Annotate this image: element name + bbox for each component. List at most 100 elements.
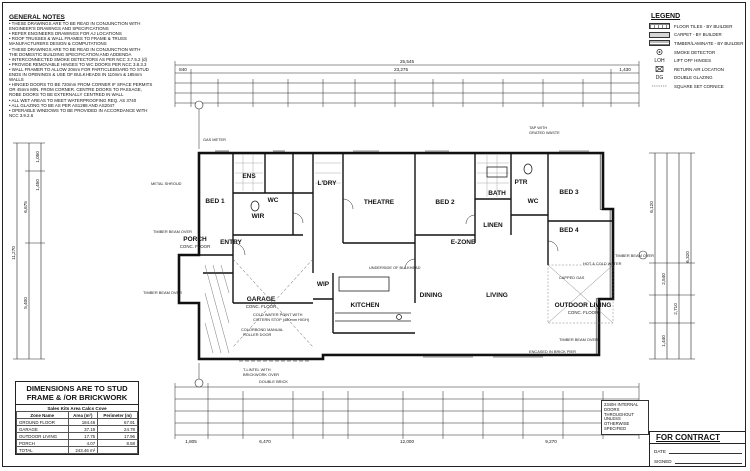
dim-bottom-left: 1,805 xyxy=(185,439,197,444)
note-cold-water: COLD WATER POINT WITH xyxy=(253,312,303,317)
general-note-line: • THESE DRAWINGS ARE TO BE READ IN CONJU… xyxy=(9,21,141,27)
legend-item-square-set: SQUARE SET CORNICE xyxy=(649,82,745,91)
general-note-line: • ROOF TRUSSES & WALL FRAMES TO FRAME & … xyxy=(9,36,127,42)
room-linen: LINEN xyxy=(483,222,503,229)
contract-heading: FOR CONTRACT xyxy=(650,432,745,444)
legend-title: LEGEND xyxy=(651,13,681,20)
legend-item-lift-off-hinges: LOH LIFT OFF HINGES xyxy=(649,56,745,65)
dim-top-left: 840 xyxy=(179,67,187,72)
room-bed2: BED 2 xyxy=(435,199,455,206)
general-note-line: ENDS IN OPENINGS & USE OF BULKHEADS IN 1… xyxy=(9,72,142,78)
room-porch: PORCH xyxy=(183,236,207,243)
general-note-line: NCC 3.9.2.6 xyxy=(9,112,34,118)
note-timber-beam-3: TIMBER BEAM OVER xyxy=(615,253,654,258)
room-garage: GARAGE xyxy=(247,296,276,303)
room-wir: WIR xyxy=(252,213,265,220)
general-note-line: MANUFACTURERS DESIGN & COMPUTATIONS xyxy=(9,41,107,47)
general-note-line: • PROVIDE REMOVABLE HINGES TO WC DOORS P… xyxy=(9,61,147,67)
outdoor-floor: CONC. FLOOR xyxy=(568,310,599,315)
general-note-line: ROBE DOORS TO BE EXTERNALLY CENTRED IN W… xyxy=(9,92,124,98)
dim-overall-top-2: 23,275 xyxy=(394,67,408,72)
area-table: Sales Kits Area Calcs Cove Zone Name Are… xyxy=(16,405,138,454)
note-capped-gas: CAPPED GAS xyxy=(559,275,585,280)
general-note-line: • INTERCONNECTED SMOKE DETECTORS AS PER … xyxy=(9,56,148,62)
room-wip: WIP xyxy=(317,281,330,288)
drawing-sheet: GENERAL NOTES • THESE DRAWINGS ARE TO BE… xyxy=(2,2,746,467)
general-note-line: WALLS xyxy=(9,77,24,83)
garage-floor: CONC. FLOOR xyxy=(246,304,277,309)
legend-item-smoke-detector: SMOKE DETECTOR xyxy=(649,48,745,57)
note-hot-cold: HOT & COLD WATER xyxy=(583,261,622,266)
square-set-cornice-icon xyxy=(649,83,670,89)
dim-left-d: 1,450 xyxy=(35,179,40,191)
return-air-icon xyxy=(649,66,670,73)
smoke-detector-icon xyxy=(649,49,670,56)
note-tap: TAP WITH xyxy=(529,125,547,130)
porch-floor: CONC. FLOOR xyxy=(180,244,211,249)
note-brickwork-over: BRICKWORK OVER xyxy=(243,372,279,377)
note-metal-shroud: METAL SHROUD xyxy=(151,181,182,186)
general-note-line: • REFER ENGINEERS DRAWINGS FOR AJ LOCATI… xyxy=(9,31,122,37)
note-double-brick: DOUBLE BRICK xyxy=(259,379,288,384)
general-note-line: THE DOMESTIC BUILDING SPECIFICATION AND … xyxy=(9,51,132,57)
room-ezone: E-ZONE xyxy=(451,239,476,246)
room-kitchen: KITCHEN xyxy=(351,302,380,309)
date-row: DATE xyxy=(650,444,745,454)
room-dining: DINING xyxy=(420,292,443,299)
dim-left-b: 5,400 xyxy=(23,297,28,309)
note-timber-beam-4: TIMBER BEAM OVER xyxy=(559,337,598,342)
note-bulkhead: UNDERSIDE OF BULKHEAD xyxy=(369,265,421,270)
signed-row: SIGNED xyxy=(650,454,745,464)
floor-plan: BED 1 ENS WC WIR ENTRY PORCH GARAGE L'DR… xyxy=(11,59,695,444)
dim-left-c: 1,050 xyxy=(35,151,40,163)
legend-item-double-glazing: DG DOUBLE GLAZING xyxy=(649,74,745,83)
legend-item-carpet: CARPET - BY BUILDER xyxy=(649,31,745,40)
room-bed3: BED 3 xyxy=(559,189,579,196)
note-roller-door: ROLLER DOOR xyxy=(243,332,272,337)
legend-item-return-air: RETURN AIR LOCATION xyxy=(649,65,745,74)
note-lintel: T-LINTEL WITH xyxy=(243,367,271,372)
room-bed1: BED 1 xyxy=(205,198,225,205)
general-note-line: • ALL WET AREAS TO MEET WATERPROOFING RE… xyxy=(9,97,137,103)
dim-right-a: 2,540 xyxy=(661,273,666,285)
note-gas-meter: GAS METER xyxy=(203,137,226,142)
internal-doors-note: 2340H INTERNAL DOORS THROUGHOUT UNLESS O… xyxy=(601,400,649,435)
note-colorbond: COLORBOND MANUAL xyxy=(241,327,284,332)
room-laundry: L'DRY xyxy=(318,180,338,187)
area-schedule: DIMENSIONS ARE TO STUD FRAME & /OR BRICK… xyxy=(15,381,139,455)
legend-item-floor-tiles: FLOOR TILES - BY BUILDER xyxy=(649,22,745,31)
note-grated-waste: GRATED WASTE xyxy=(529,130,560,135)
dim-overall-top: 25,545 xyxy=(400,59,414,64)
room-wc: WC xyxy=(268,197,279,204)
carpet-swatch xyxy=(649,31,670,38)
general-notes-title: GENERAL NOTES xyxy=(9,14,65,21)
dim-bottom-mid: 6,470 xyxy=(259,439,271,444)
dim-overall-bottom: 12,000 xyxy=(400,439,414,444)
dim-right-b: 1,440 xyxy=(661,335,666,347)
general-note-line: OR 45mm MIN. FROM CORNER. CENTRE DOORS T… xyxy=(9,87,142,93)
room-ens: ENS xyxy=(242,173,256,180)
note-timber-beam-2: TIMBER BEAM OVER xyxy=(143,290,182,295)
dim-left-overall: 11,270 xyxy=(11,246,16,260)
dim-top-right: 1,430 xyxy=(619,67,631,72)
legend: LEGEND FLOOR TILES - BY BUILDER CARPET -… xyxy=(649,13,745,91)
general-note-line: • OPERABLE WINDOWS TO BE PROVIDED IN ACC… xyxy=(9,107,148,113)
floor-tile-swatch xyxy=(649,23,670,30)
general-note-line: • THESE DRAWINGS ARE TO BE READ IN CONJU… xyxy=(9,46,141,52)
general-note-line: • ALL GLAZING TO BE AS PER AS1288 AND AS… xyxy=(9,102,115,108)
general-note-line: ENGINEER'S DRAWINGS AND SPECIFICATIONS xyxy=(9,26,109,32)
area-schedule-title: DIMENSIONS ARE TO STUD FRAME & /OR BRICK… xyxy=(16,382,138,405)
room-bath: BATH xyxy=(488,190,506,197)
general-note-line: • WALL FRAMER TO ALLOW 20mm FOR PARTICLE… xyxy=(9,66,149,72)
timber-swatch xyxy=(649,40,670,47)
note-cistern-stop: CISTERN STOP (480mm HIGH) xyxy=(253,317,310,322)
room-theatre: THEATRE xyxy=(364,199,395,206)
dim-bottom-right: 9,270 xyxy=(545,439,557,444)
dim-right-d: 6,320 xyxy=(685,251,690,263)
general-note-line: • HINGED DOORS TO BE 720mm FROM CORNER I… xyxy=(9,82,153,88)
double-glazing-icon: DG xyxy=(655,74,664,81)
